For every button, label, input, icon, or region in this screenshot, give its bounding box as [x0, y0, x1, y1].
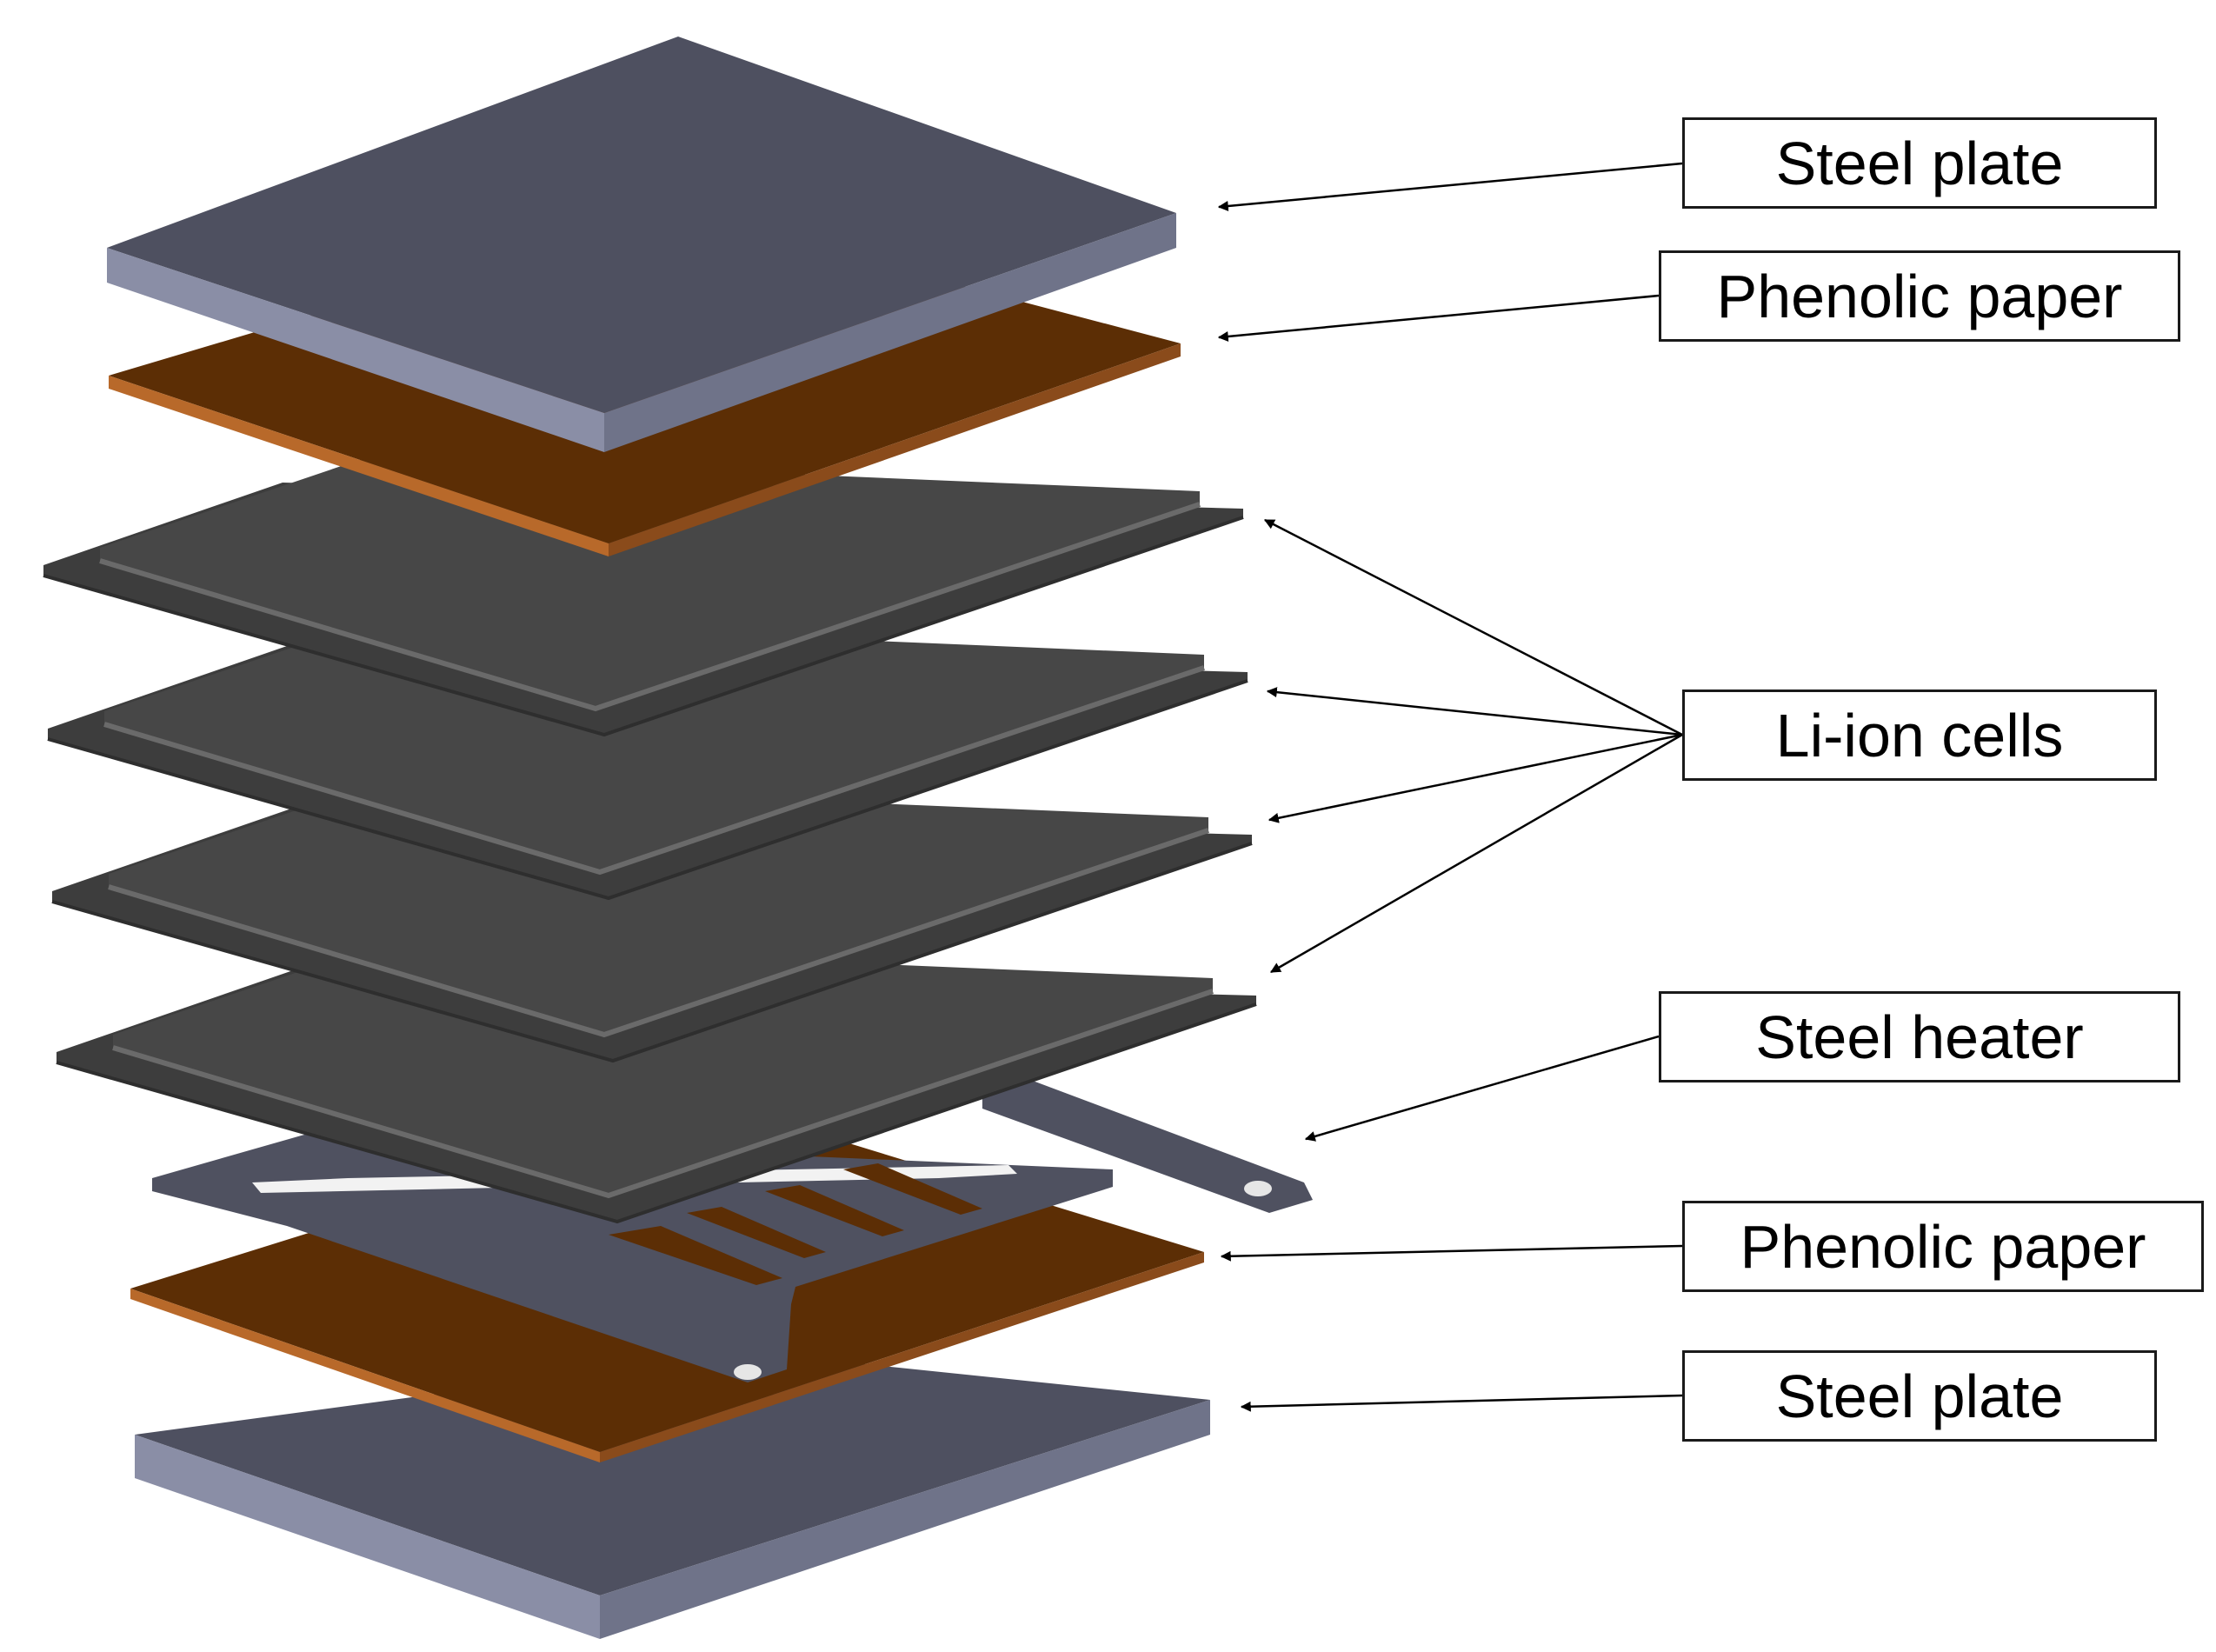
steel-heater [152, 1078, 1313, 1382]
label-steel-plate-top: Steel plate [1682, 117, 2157, 209]
label-steel-plate-bottom: Steel plate [1682, 1350, 2157, 1442]
arrow-li-ion-cell-2 [1266, 687, 1683, 736]
label-phenolic-paper-bottom: Phenolic paper [1682, 1201, 2204, 1292]
steel-plate-bottom-left-side [135, 1435, 600, 1639]
li-ion-cell-2 [47, 620, 1248, 901]
label-li-ion-cells: Li-ion cells [1682, 689, 2157, 781]
arrow-li-ion-cell-1 [1263, 518, 1683, 736]
arrow-steel-heater [1304, 1035, 1660, 1142]
steel-plate-bottom-right-side [600, 1400, 1210, 1639]
arrow-steel-plate-bottom [1240, 1394, 1683, 1412]
label-steel-heater: Steel heater [1659, 991, 2180, 1082]
steel-plate-top-top-face [107, 37, 1176, 413]
steel-plate-top-left-side [107, 248, 604, 452]
steel-plate-top-right-side [604, 213, 1176, 452]
li-ion-cell-1 [43, 456, 1244, 737]
steel-plate-bottom [135, 1352, 1210, 1639]
arrow-phenolic-paper-top [1217, 294, 1660, 342]
label-phenolic-paper-top: Phenolic paper [1659, 250, 2180, 342]
arrow-steel-plate-top [1217, 162, 1683, 211]
li-ion-cell-3 [51, 783, 1253, 1063]
leader-arrows [1217, 162, 1683, 1412]
arrow-li-ion-cell-4 [1269, 733, 1683, 974]
heater-terminal-hole-left [734, 1364, 762, 1380]
heater-terminal-hole-right [1244, 1181, 1272, 1196]
steel-plate-bottom-top-face [135, 1352, 1210, 1595]
arrow-phenolic-paper-bottom [1220, 1244, 1683, 1262]
arrow-li-ion-cell-3 [1268, 733, 1683, 823]
li-ion-cell-4 [56, 943, 1257, 1224]
steel-plate-top [107, 37, 1176, 452]
